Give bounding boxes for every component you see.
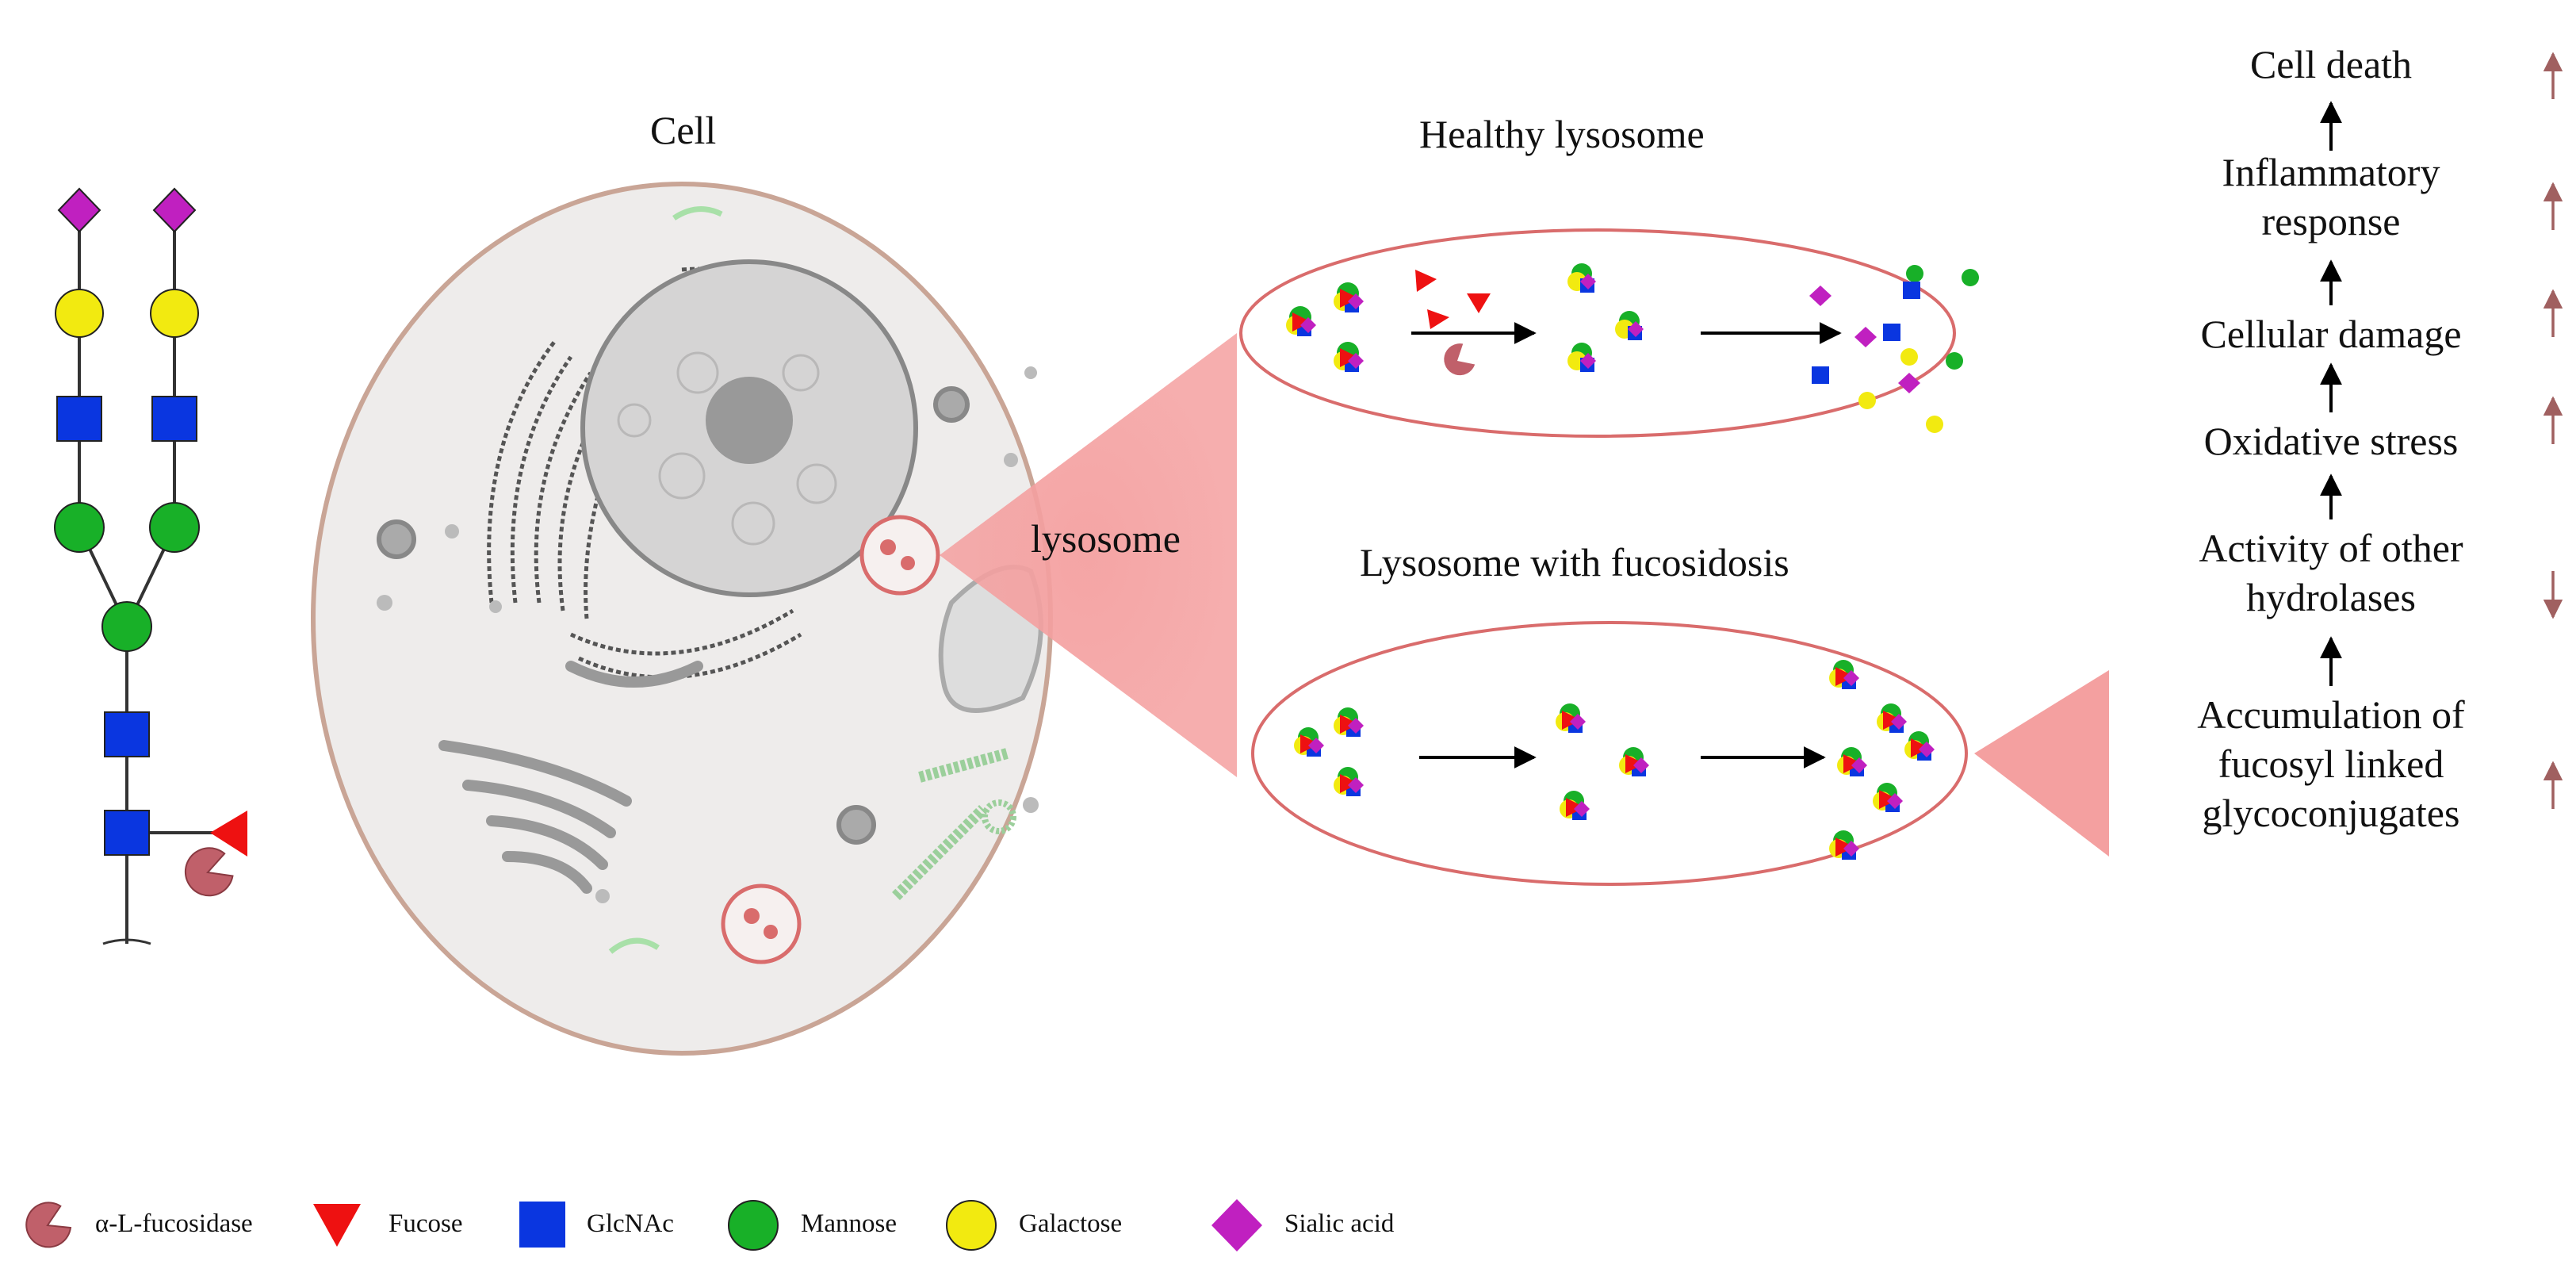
glycoconjugate-cluster xyxy=(1334,767,1364,796)
legend-label-galactose: Galactose xyxy=(1019,1209,1123,1238)
mannose-circle-icon xyxy=(54,502,105,553)
glycoconjugate-cluster xyxy=(1294,727,1324,757)
fucosidase-pacman-icon xyxy=(184,847,234,897)
zoom-wedge-right xyxy=(1974,670,2109,857)
galactose-circle-icon xyxy=(946,1200,997,1251)
lysosome-label: lysosome xyxy=(1031,516,1181,561)
sialic-acid-diamond-icon xyxy=(57,187,101,233)
mannose-circle-icon xyxy=(101,601,152,652)
zoom-wedge xyxy=(940,333,1237,777)
lysosome-in-cell xyxy=(859,515,940,596)
cascade-cellular-damage: Cellular damage xyxy=(2200,312,2462,356)
cascade-oxidative-stress: Oxidative stress xyxy=(2203,419,2459,463)
legend-label-fucose: Fucose xyxy=(389,1209,463,1238)
glycoconjugate-cluster xyxy=(1556,703,1586,733)
glycoconjugate-cluster xyxy=(1560,791,1590,820)
glycoconjugate-cluster xyxy=(1829,830,1859,860)
mannose-circle-icon xyxy=(149,502,200,553)
legend-label-fucosidase: α-L-fucosidase xyxy=(95,1209,253,1238)
cascade-cell-death: Cell death xyxy=(2249,42,2413,86)
glycoconjugate-cluster xyxy=(1334,707,1364,737)
cascade-hydrolases: Activity of other hydrolases xyxy=(2199,526,2463,619)
cascade-inflammatory-response: Inflammatory response xyxy=(2222,150,2440,243)
mannose-circle-icon xyxy=(728,1200,779,1251)
glycoconjugate-cluster xyxy=(1837,747,1867,776)
fucosidosis-lysosome-label: Lysosome with fucosidosis xyxy=(1360,540,1789,585)
healthy-lysosome xyxy=(1239,228,1979,438)
glcnac-square-icon xyxy=(151,396,197,442)
fucose-triangle-icon xyxy=(313,1204,361,1247)
fucosidosis-lysosome xyxy=(1251,621,1968,886)
glycoconjugate-cluster xyxy=(1873,783,1903,812)
nucleolus xyxy=(706,377,793,464)
lysosome-in-cell xyxy=(721,883,802,964)
glcnac-square-icon xyxy=(56,396,102,442)
sialic-acid-diamond-icon xyxy=(152,187,197,233)
galactose-circle-icon xyxy=(150,289,199,338)
cascade-accumulation: Accumulation of fucosyl linked glycoconj… xyxy=(2197,692,2465,835)
cell-illustration xyxy=(311,182,1053,1056)
sialic-acid-diamond-icon xyxy=(1211,1199,1262,1251)
legend-icons xyxy=(25,1199,1262,1251)
legend-label-sialic-acid: Sialic acid xyxy=(1284,1209,1395,1238)
legend-label-mannose: Mannose xyxy=(801,1209,897,1238)
glycoconjugate-cluster xyxy=(1877,703,1907,733)
legend-label-glcnac: GlcNAc xyxy=(587,1209,674,1238)
glcnac-square-icon xyxy=(104,711,150,757)
fucose-triangle-icon xyxy=(210,811,247,857)
glycoconjugate-cluster xyxy=(1904,731,1935,761)
fucosidase-pacman-icon xyxy=(25,1202,72,1248)
glycan-structure xyxy=(54,187,247,945)
glycoconjugate-cluster xyxy=(1829,660,1859,689)
cell-label: Cell xyxy=(650,108,717,152)
healthy-lysosome-label: Healthy lysosome xyxy=(1419,112,1705,156)
glcnac-square-icon xyxy=(104,810,150,856)
galactose-circle-icon xyxy=(55,289,104,338)
glcnac-square-icon xyxy=(519,1202,565,1248)
glycoconjugate-cluster xyxy=(1619,747,1649,776)
